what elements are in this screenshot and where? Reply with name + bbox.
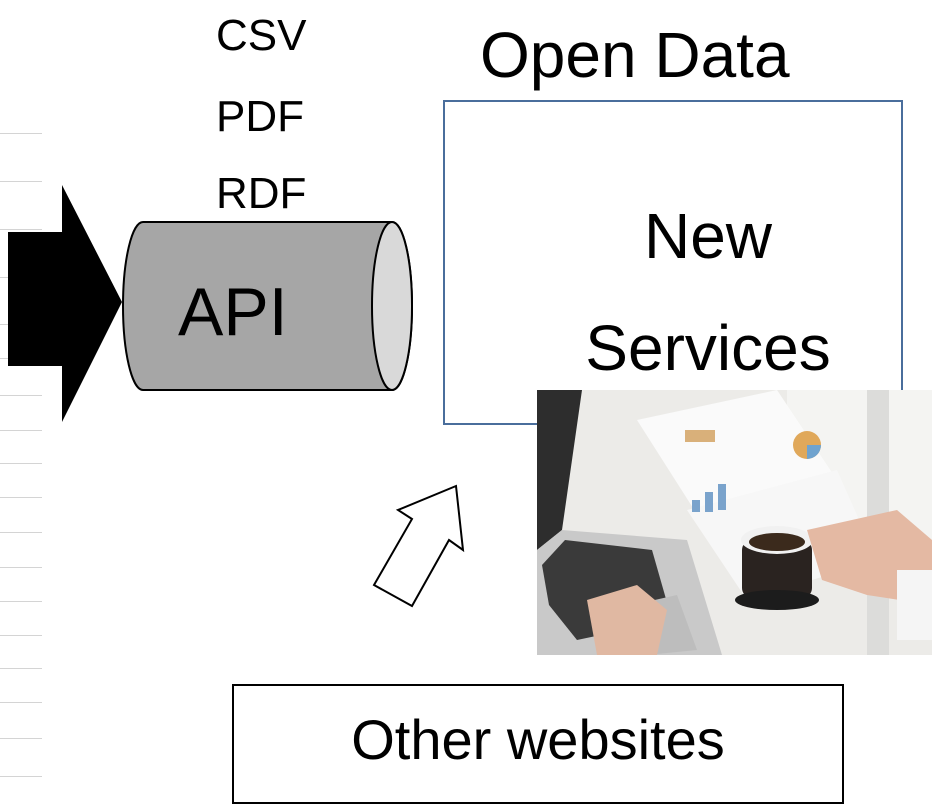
services-line-2: Services xyxy=(585,312,831,384)
api-label: API xyxy=(178,274,288,350)
api-cylinder-cap xyxy=(371,221,413,391)
up-right-arrow-icon xyxy=(372,484,465,608)
big-arrow-icon xyxy=(8,185,122,422)
other-websites-box xyxy=(232,684,844,804)
new-services-label: New Services xyxy=(488,180,928,404)
format-csv: CSV xyxy=(216,11,307,60)
open-data-title: Open Data xyxy=(480,19,790,91)
format-pdf: PDF xyxy=(216,92,304,141)
other-websites-label: Other websites xyxy=(351,708,725,771)
services-line-1: New xyxy=(643,200,773,272)
format-rdf: RDF xyxy=(216,169,307,218)
laptop-coffee-photo xyxy=(537,390,932,655)
